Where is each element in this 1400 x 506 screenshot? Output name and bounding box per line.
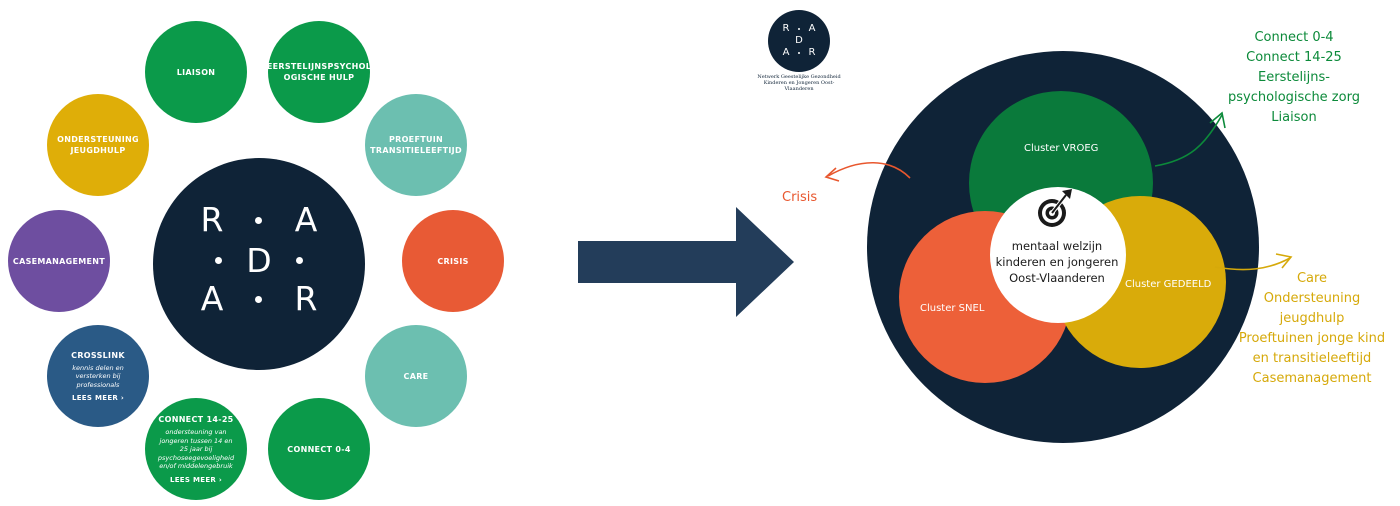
gedeeld-item: jeugdhulp xyxy=(1279,311,1345,326)
radar-logo-large: R A D A R xyxy=(153,158,365,370)
circle-crosslink[interactable]: CROSSLINK kennis delen en versterken bij… xyxy=(47,325,149,427)
vroeg-item: Liaison xyxy=(1271,110,1317,125)
logo-letter-d: D xyxy=(246,241,272,280)
center-line-2: kinderen en jongeren xyxy=(995,255,1119,269)
logo-dot xyxy=(215,257,222,264)
circle-connect1425-description: ondersteuning van jongeren tussen 14 en … xyxy=(157,428,235,471)
logo-dot xyxy=(255,296,262,303)
crisis-arrowhead xyxy=(824,167,840,182)
transition-arrow xyxy=(578,207,794,317)
gedeeld-item: Care xyxy=(1296,271,1328,286)
vroeg-item: Eerstelijns- xyxy=(1258,70,1330,85)
connect1425-read-more-link[interactable]: LEES MEER › xyxy=(169,475,223,484)
center-line-3: Oost-Vlaanderen xyxy=(1009,271,1105,285)
logo-letter-r1: R xyxy=(200,200,224,239)
logo-caption: Netwerk Geestelijke Gezondheid Kinderen … xyxy=(752,74,846,92)
small-logo-letter-a2: A xyxy=(782,47,790,58)
circle-connect-0-4[interactable]: CONNECT 0-4 xyxy=(268,398,370,500)
vroeg-item: Connect 14-25 xyxy=(1246,50,1342,65)
small-logo-dot xyxy=(798,52,800,54)
gedeeld-items: Care Ondersteuning jeugdhulp Proeftuinen… xyxy=(1232,269,1392,389)
circle-care-label: CARE xyxy=(403,371,429,381)
radar-logo-small: R A D A R xyxy=(768,10,830,72)
cluster-gedeeld-label: Cluster GEDEELD xyxy=(1125,279,1212,290)
cluster-snel-label: Cluster SNEL xyxy=(920,303,985,314)
small-logo-dot xyxy=(798,28,800,30)
vroeg-item: psychologische zorg xyxy=(1228,90,1360,105)
target-icon xyxy=(1038,189,1072,227)
circle-connect1425-title: CONNECT 14-25 xyxy=(158,415,234,425)
gedeeld-item: en transitieleeftijd xyxy=(1252,351,1372,366)
circle-crosslink-title: CROSSLINK xyxy=(71,350,125,360)
circle-care[interactable]: CARE xyxy=(365,325,467,427)
radar-wheel: R A D A R LIAISON EERSTELIJNSPSYCHOL OGI… xyxy=(0,0,520,506)
small-logo-letter-r1: R xyxy=(782,23,790,34)
circle-crisis[interactable]: CRISIS xyxy=(402,210,504,312)
center-line-1: mentaal welzijn xyxy=(1011,239,1103,253)
circle-crisis-label: CRISIS xyxy=(437,256,469,266)
circle-liaison[interactable]: LIAISON xyxy=(145,21,247,123)
gedeeld-item: Ondersteuning xyxy=(1263,291,1361,306)
logo-letter-a1: A xyxy=(294,200,318,239)
circle-crosslink-description: kennis delen en versterken bij professio… xyxy=(72,363,124,389)
vroeg-arrow xyxy=(1154,114,1223,167)
circle-eerstelijnspsychologische-hulp[interactable]: EERSTELIJNSPSYCHOL OGISCHE HULP xyxy=(266,21,372,123)
circle-jeugdhulp-label: ONDERSTEUNING JEUGDHULP xyxy=(57,135,139,155)
vroeg-items: Connect 0-4 Connect 14-25 Eerstelijns- p… xyxy=(1228,28,1360,128)
gedeeld-item: Proeftuinen jonge kind xyxy=(1238,331,1386,346)
logo-caption-line-2: Kinderen en Jongeren Oost-Vlaanderen xyxy=(763,80,835,92)
small-logo-letter-d: D xyxy=(795,35,803,46)
gedeeld-item: Casemanagement xyxy=(1252,371,1372,386)
arrow-shape xyxy=(578,207,794,317)
crisis-label: Crisis xyxy=(782,190,818,205)
circle-casemanagement-label: CASEMANAGEMENT xyxy=(12,256,106,266)
circle-connect-14-25[interactable]: CONNECT 14-25 ondersteuning van jongeren… xyxy=(145,398,247,500)
cluster-vroeg-label: Cluster VROEG xyxy=(1024,143,1099,154)
circle-proeftuin-transitieleeftijd[interactable]: PROEFTUIN TRANSITIELEEFTIJD xyxy=(365,94,467,196)
crisis-arrow xyxy=(827,161,911,179)
vroeg-item: Connect 0-4 xyxy=(1254,30,1334,45)
center-label: mentaal welzijn kinderen en jongeren Oos… xyxy=(990,238,1124,286)
gedeeld-arrow xyxy=(1214,257,1291,271)
circle-connect04-label: CONNECT 0-4 xyxy=(287,444,351,454)
circle-liaison-label: LIAISON xyxy=(176,67,216,77)
circle-eerstelijns-label: EERSTELIJNSPSYCHOL OGISCHE HULP xyxy=(266,62,372,82)
logo-dot xyxy=(255,217,262,224)
vroeg-arrowhead xyxy=(1209,111,1226,129)
logo-letter-r2: R xyxy=(294,279,318,318)
gedeeld-arrowhead xyxy=(1275,253,1293,269)
center-white-circle xyxy=(990,187,1126,323)
crosslink-read-more-link[interactable]: LEES MEER › xyxy=(71,394,125,403)
logo-dot xyxy=(296,257,303,264)
circle-casemanagement[interactable]: CASEMANAGEMENT xyxy=(8,210,110,312)
small-logo-letter-r2: R xyxy=(808,47,816,58)
logo-caption-line-1: Netwerk Geestelijke Gezondheid xyxy=(757,74,841,80)
small-logo-letter-a1: A xyxy=(808,23,816,34)
circle-proeftuin-label: PROEFTUIN TRANSITIELEEFTIJD xyxy=(370,135,462,155)
logo-letter-a2: A xyxy=(200,279,224,318)
circle-ondersteuning-jeugdhulp[interactable]: ONDERSTEUNING JEUGDHULP xyxy=(47,94,149,196)
